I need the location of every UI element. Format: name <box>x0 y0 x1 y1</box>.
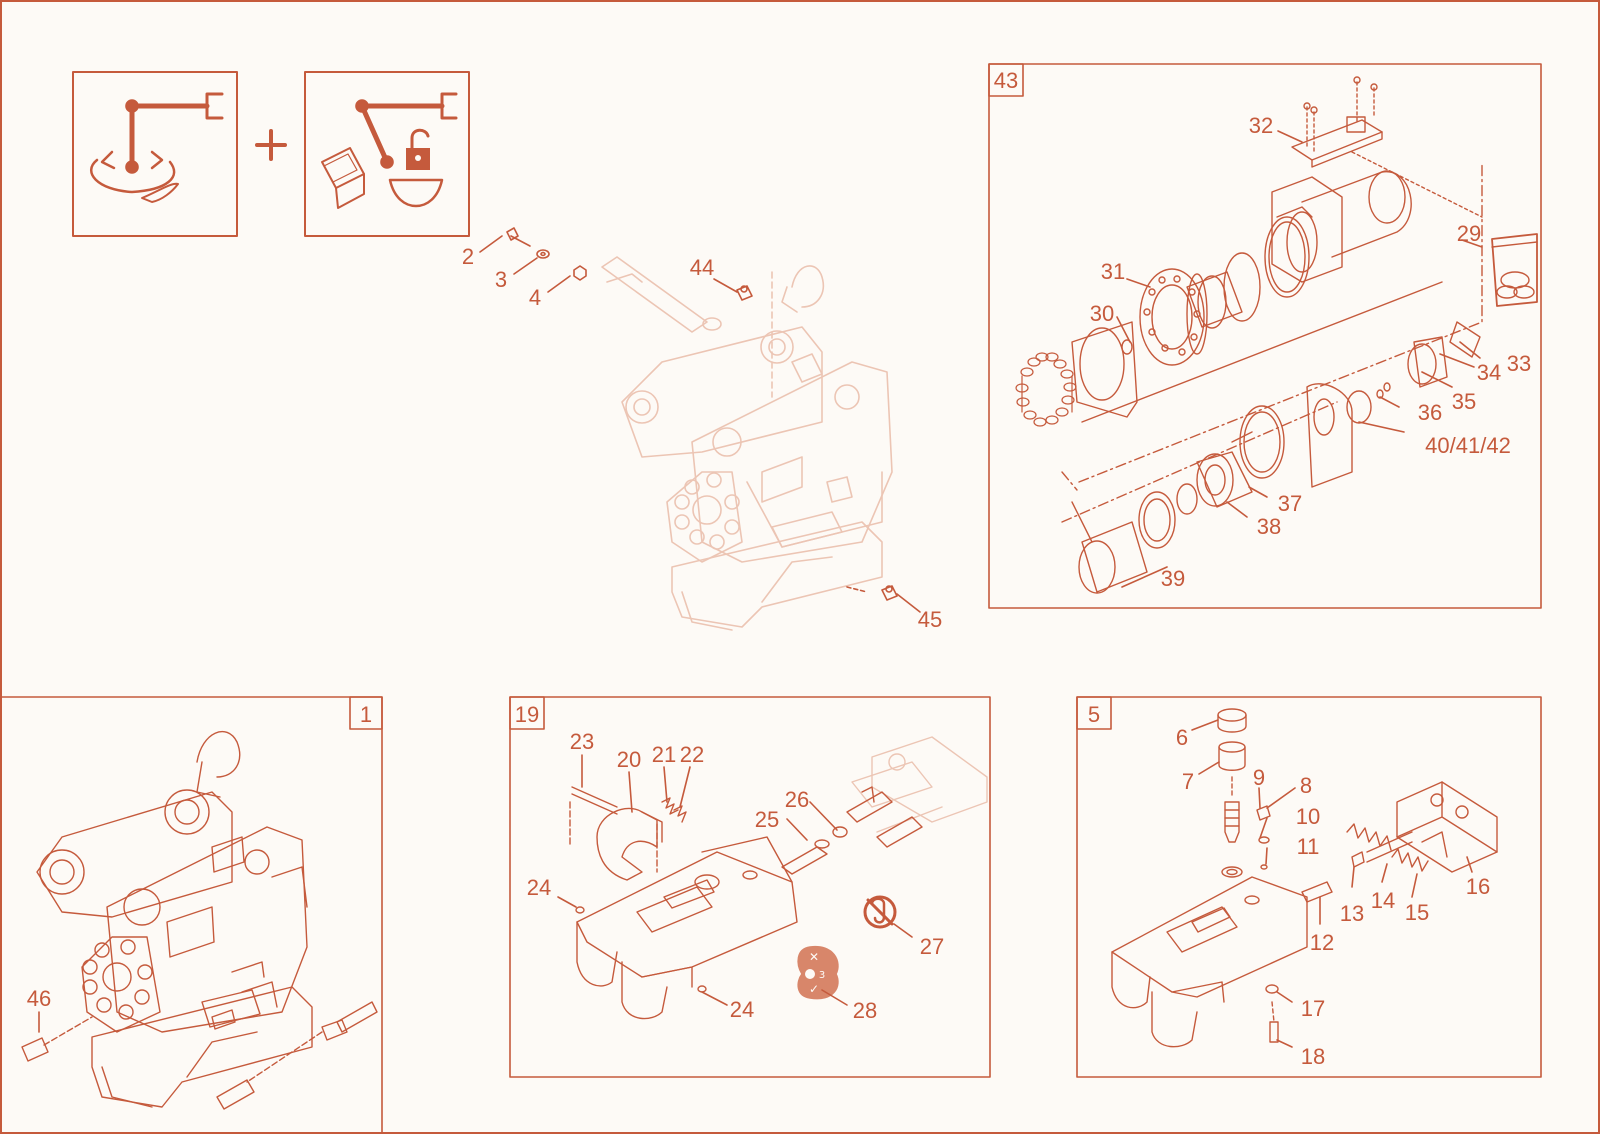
label-39: 39 <box>1161 566 1185 591</box>
label-31: 31 <box>1101 259 1125 284</box>
label-27: 27 <box>920 934 944 959</box>
label-13: 13 <box>1340 901 1364 926</box>
label-32: 32 <box>1249 113 1273 138</box>
valve-parts-drawing <box>1111 708 1498 1048</box>
label-12: 12 <box>1310 930 1334 955</box>
group-1-box: 1 <box>2 696 383 1132</box>
coupler-assembly-drawing <box>21 730 378 1110</box>
lock-parts-drawing <box>569 786 923 1020</box>
leaders-43 <box>1116 130 1483 588</box>
badge-28-number: 3 <box>819 970 825 981</box>
label-33: 33 <box>1507 351 1531 376</box>
plus-sign <box>255 129 287 161</box>
label-29: 29 <box>1457 221 1481 246</box>
label-26: 26 <box>785 787 809 812</box>
label-20: 20 <box>617 747 641 772</box>
label-25: 25 <box>755 807 779 832</box>
label-4: 4 <box>529 285 541 310</box>
label-46: 46 <box>27 986 51 1011</box>
label-10: 10 <box>1296 804 1320 829</box>
group-43-number: 43 <box>994 68 1018 93</box>
washer-3-drawing <box>536 249 550 259</box>
leader-44 <box>713 278 738 293</box>
label-40-41-42: 40/41/42 <box>1425 433 1511 458</box>
leader-45 <box>896 593 921 613</box>
grease-nipple-44-drawing <box>736 285 753 301</box>
label-2: 2 <box>462 244 474 269</box>
label-16: 16 <box>1466 874 1490 899</box>
no-hook-icon <box>863 895 897 929</box>
label-38: 38 <box>1257 514 1281 539</box>
badge-28-check: ✓ <box>809 982 819 996</box>
label-24-upper: 24 <box>527 875 551 900</box>
tilt-rotate-icon <box>72 71 238 237</box>
label-22: 22 <box>680 742 704 767</box>
leaders-5 <box>1191 719 1473 1048</box>
badge-28-cross: ✕ <box>809 950 819 964</box>
label-36: 36 <box>1418 400 1442 425</box>
group-19-number: 19 <box>515 702 539 727</box>
safety-badge-28: ✕ 3 ✓ <box>797 946 839 1000</box>
label-30: 30 <box>1090 301 1114 326</box>
label-28: 28 <box>853 998 877 1023</box>
group-43-box: 43 <box>988 63 1542 609</box>
leader-3 <box>513 257 538 275</box>
label-6: 6 <box>1176 725 1188 750</box>
label-23: 23 <box>570 729 594 754</box>
label-35: 35 <box>1452 389 1476 414</box>
leader-2 <box>479 235 503 253</box>
nut-4-drawing <box>573 265 587 281</box>
group-19-box: 19 <box>509 696 991 1078</box>
leader-4 <box>547 275 571 293</box>
group-5-number: 5 <box>1088 702 1100 727</box>
label-14: 14 <box>1371 888 1395 913</box>
label-34: 34 <box>1477 360 1501 385</box>
label-18: 18 <box>1301 1044 1325 1069</box>
leaders-19 <box>557 754 913 1006</box>
label-21: 21 <box>652 742 676 767</box>
bolt-2-drawing <box>506 227 531 247</box>
leader-dash-45 <box>846 586 868 593</box>
main-assembly-drawing <box>601 256 893 631</box>
label-45: 45 <box>918 607 942 632</box>
label-37: 37 <box>1278 491 1302 516</box>
group-1-number: 1 <box>360 702 372 727</box>
label-3: 3 <box>495 267 507 292</box>
label-17: 17 <box>1301 996 1325 1021</box>
label-44: 44 <box>690 255 714 280</box>
label-24-lower: 24 <box>730 997 754 1022</box>
grease-nipple-45-drawing <box>881 585 898 601</box>
group-5-box: 5 <box>1076 696 1542 1078</box>
label-7: 7 <box>1182 769 1194 794</box>
label-11: 11 <box>1297 834 1320 859</box>
label-8: 8 <box>1300 773 1312 798</box>
label-15: 15 <box>1405 900 1429 925</box>
label-9: 9 <box>1253 765 1265 790</box>
lock-switch-icon <box>304 71 470 237</box>
rotator-exploded-drawing <box>1015 76 1538 594</box>
valve-block-faint-drawing <box>851 736 988 833</box>
